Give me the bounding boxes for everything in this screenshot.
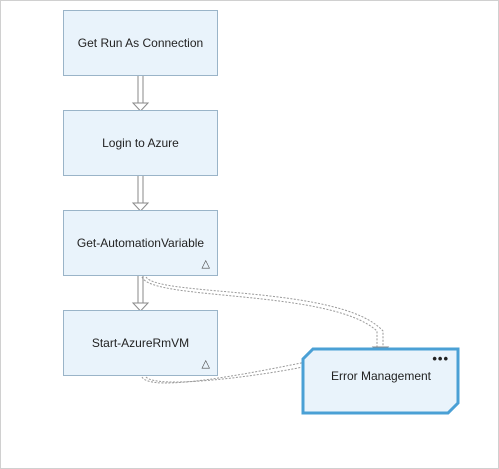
link-1-2[interactable] [131, 75, 150, 112]
activity-label: Error Management [330, 369, 432, 383]
warning-icon[interactable]: △ [201, 258, 210, 270]
activity-login-to-azure[interactable]: Login to Azure [63, 110, 218, 176]
more-options-icon[interactable]: ••• [432, 351, 449, 366]
activity-error-management[interactable]: Error Management ••• [301, 347, 461, 417]
link-3-4[interactable] [131, 275, 150, 312]
warning-icon[interactable]: △ [201, 358, 210, 370]
error-link-3-error[interactable] [141, 276, 384, 347]
activity-get-run-as-connection[interactable]: Get Run As Connection [63, 10, 218, 76]
activity-label: Get Run As Connection [77, 36, 204, 50]
activity-start-azurermvm[interactable]: Start-AzureRmVM △ [63, 310, 218, 376]
activity-get-automationvariable[interactable]: Get-AutomationVariable △ [63, 210, 218, 276]
activity-label: Get-AutomationVariable [76, 236, 205, 250]
link-2-3[interactable] [131, 175, 150, 212]
activity-label: Start-AzureRmVM [91, 336, 190, 350]
activity-label: Login to Azure [102, 136, 179, 150]
error-management-shape [301, 347, 460, 415]
